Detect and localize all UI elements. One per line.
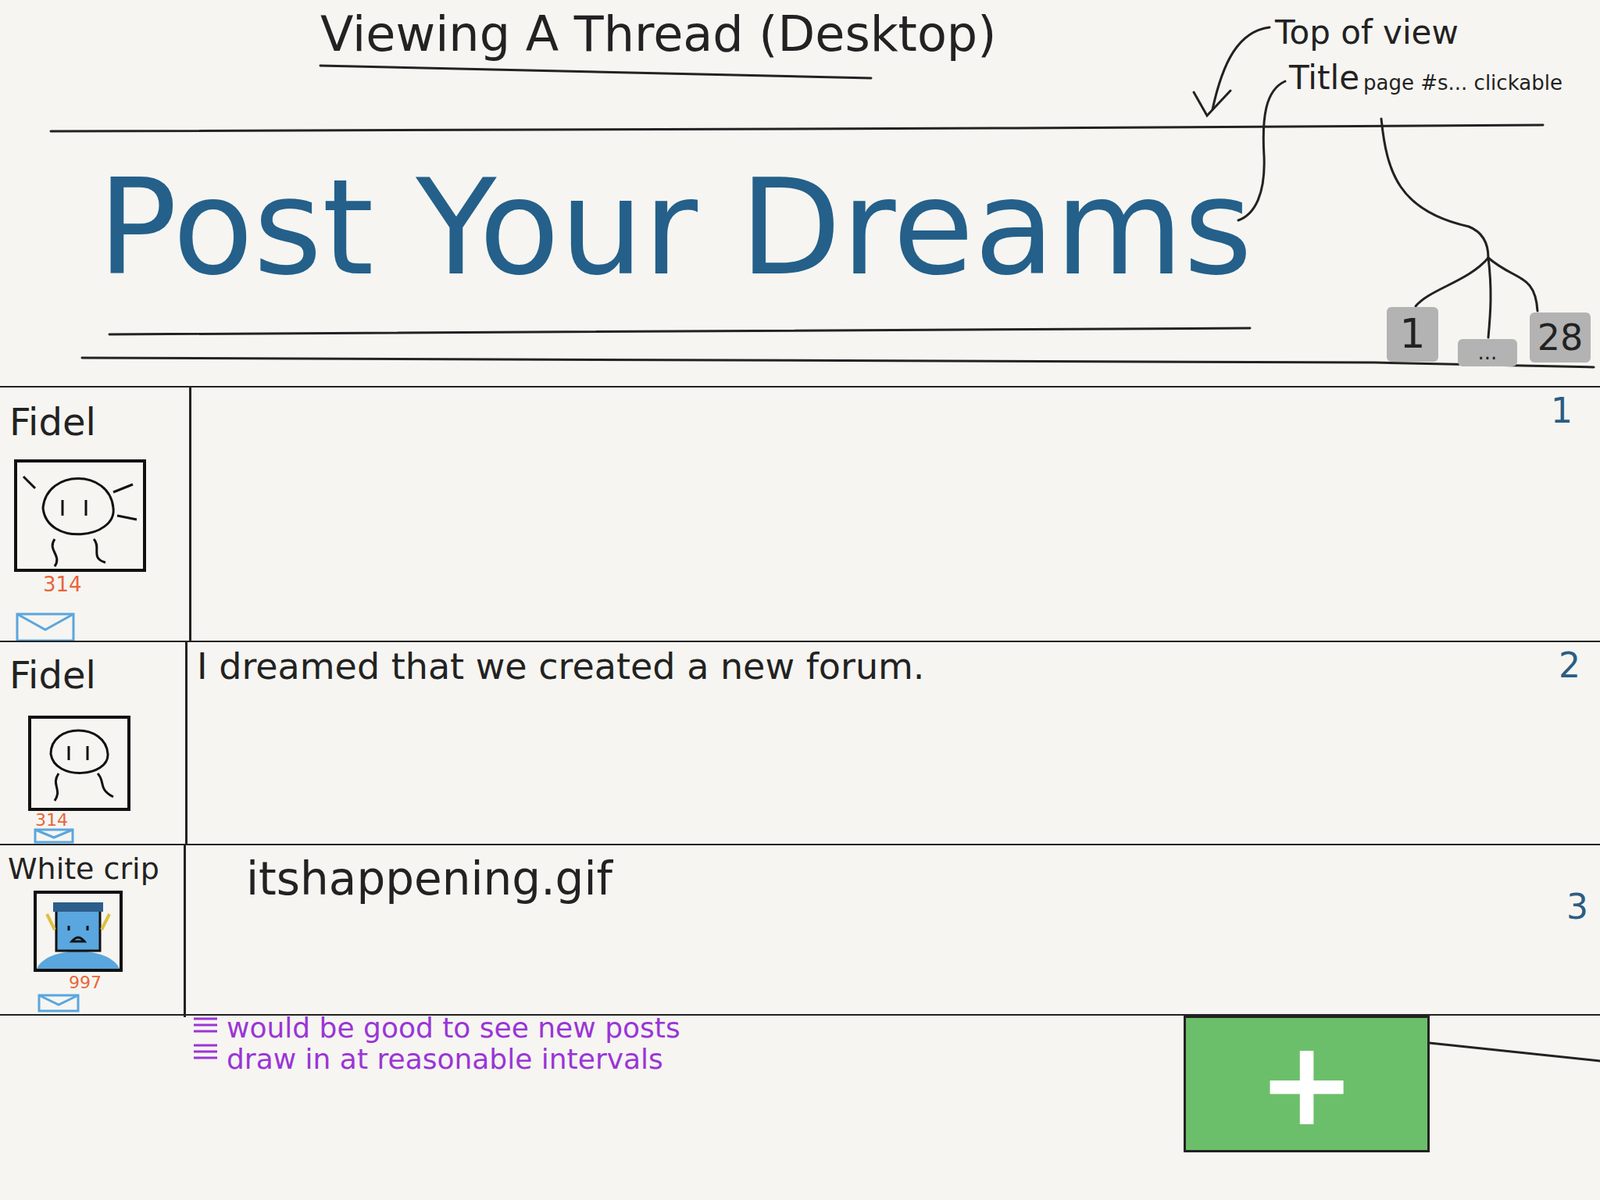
avatar: [15, 460, 145, 571]
header-line: [82, 357, 1594, 368]
mail-icon: [35, 829, 73, 843]
design-note: would be good to see new posts draw in a…: [226, 1012, 727, 1075]
node-text: 28: [1537, 317, 1584, 358]
user-cell: White crip 997: [0, 845, 186, 1018]
note-marks: [193, 1018, 218, 1058]
node-text: 314: [42, 573, 83, 597]
avatar-doodle: [50, 730, 114, 801]
annotation: page #s... clickable: [1363, 71, 1563, 94]
page-button: 28: [1529, 312, 1591, 363]
avatar: [29, 717, 129, 810]
bottom-line-extension: [1429, 1042, 1600, 1061]
node-text: itshappening.gif: [246, 854, 613, 905]
node-text: White crip: [7, 853, 160, 886]
title-underline: [320, 65, 872, 79]
node-text: Fidel: [9, 401, 97, 443]
arrowhead: [1193, 90, 1231, 116]
node-text: 997: [68, 973, 102, 993]
avatar: [35, 892, 122, 971]
page-leader-branch: [1488, 257, 1538, 311]
node-text: +: [1257, 1019, 1357, 1149]
node-text: 2: [1558, 646, 1581, 685]
mail-icon: [39, 995, 79, 1011]
post-row: itshappening.gif 3 White crip 997: [0, 843, 1600, 1016]
top-line: [50, 125, 1543, 132]
avatar-figure: [36, 902, 120, 969]
node-text: 1: [1550, 392, 1573, 430]
node-text: 3: [1566, 888, 1589, 926]
header-underline: [109, 328, 1250, 335]
mail-icon: [17, 614, 74, 641]
node-text: ...: [1478, 341, 1498, 365]
page-leader-branch: [1488, 257, 1491, 338]
avatar-doodle: [23, 476, 137, 567]
diagram-title: Viewing A Thread (Desktop): [320, 6, 997, 62]
annotation: Title: [1289, 59, 1360, 97]
page-button: ...: [1457, 339, 1518, 367]
node-text: Fidel: [9, 654, 97, 697]
user-cell: Fidel 314: [0, 642, 188, 846]
post-row: I dreamed that we created a new forum. 2 F…: [0, 640, 1600, 844]
thread-title: Post Your Dreams: [97, 152, 1253, 304]
page-leader: [1381, 118, 1489, 258]
annotation: Top of view: [1275, 14, 1459, 52]
user-cell: Fidel 314: [0, 387, 192, 643]
node-text: 314: [35, 810, 68, 830]
node-text: 1: [1399, 311, 1425, 357]
page-button: 1: [1386, 307, 1439, 362]
top-of-view-leader: [1212, 27, 1270, 110]
add-post-button: +: [1183, 1015, 1430, 1153]
post-row: 1 Fidel 314: [0, 385, 1600, 641]
node-text: I dreamed that we created a new forum.: [196, 646, 925, 687]
page-leader-branch: [1415, 257, 1489, 307]
